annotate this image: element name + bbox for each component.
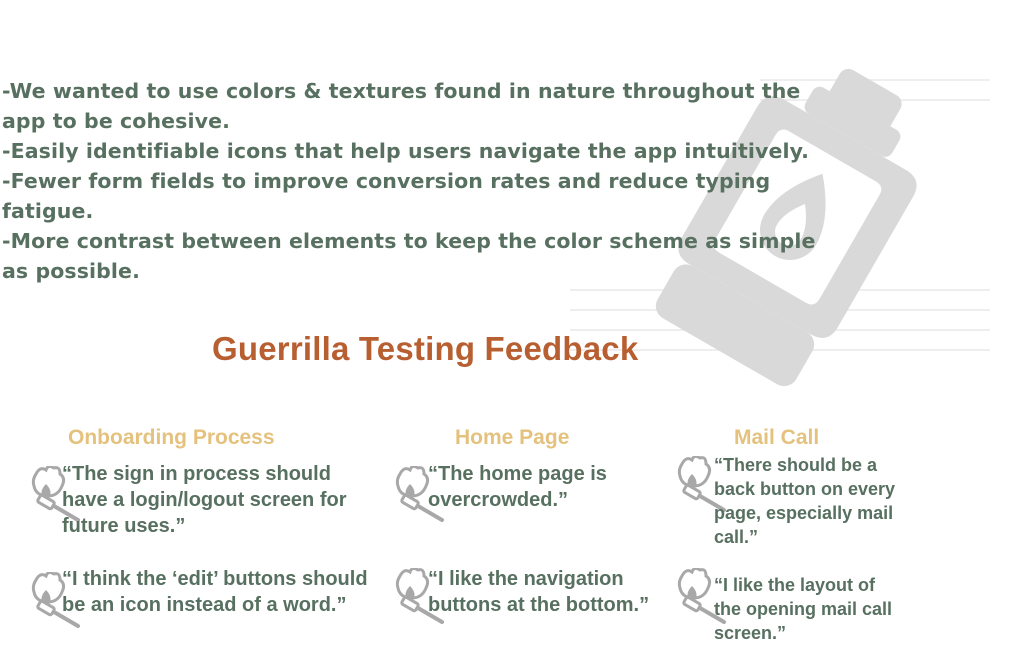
quote-line: have a login/logout screen for: [62, 489, 347, 511]
quote-line: page, especially mail: [714, 503, 894, 523]
design-rationale-bullets: -We wanted to use colors & textures foun…: [2, 76, 922, 286]
quote-line: be an icon instead of a word.”: [62, 594, 347, 616]
quote-line: back button on every: [714, 479, 896, 499]
quote-line: “The home page is: [428, 463, 607, 485]
column-heading-onboarding: Onboarding Process: [68, 426, 275, 449]
feedback-quote: “The home page is overcrowded.”: [428, 461, 607, 513]
feedback-quote: “I like the layout of the opening mail c…: [714, 573, 892, 645]
column-heading-home-page: Home Page: [455, 426, 570, 449]
column-heading-mail-call: Mail Call: [734, 426, 820, 449]
bullet-line: fatigue.: [2, 199, 94, 223]
quote-line: call.”: [714, 527, 759, 547]
quote-line: buttons at the bottom.”: [428, 594, 650, 616]
quote-line: “I think the ‘edit’ buttons should: [62, 568, 368, 590]
quote-line: the opening mail call: [714, 599, 893, 619]
feedback-quote: “I like the navigation buttons at the bo…: [428, 566, 649, 618]
quote-line: “There should be a: [714, 455, 878, 475]
feedback-quote: “The sign in process should have a login…: [62, 461, 347, 539]
lantern-watermark-icon: [570, 68, 990, 387]
quote-line: overcrowded.”: [428, 489, 569, 511]
quote-line: screen.”: [714, 623, 787, 643]
feedback-quote: “There should be a back button on every …: [714, 453, 895, 549]
quote-line: “I like the layout of: [714, 575, 876, 595]
bullet-line: -We wanted to use colors & textures foun…: [2, 79, 801, 103]
quote-line: future uses.”: [62, 515, 186, 537]
bullet-line: app to be cohesive.: [2, 109, 230, 133]
quote-line: “The sign in process should: [62, 463, 331, 485]
section-title: Guerrilla Testing Feedback: [212, 330, 639, 367]
feedback-quote: “I think the ‘edit’ buttons should be an…: [62, 566, 368, 618]
bullet-line: -Easily identifiable icons that help use…: [2, 139, 810, 163]
quote-line: “I like the navigation: [428, 568, 624, 590]
bullet-line: -More contrast between elements to keep …: [2, 229, 816, 253]
bullet-line: as possible.: [2, 259, 140, 283]
bullet-line: -Fewer form fields to improve conversion…: [2, 169, 771, 193]
